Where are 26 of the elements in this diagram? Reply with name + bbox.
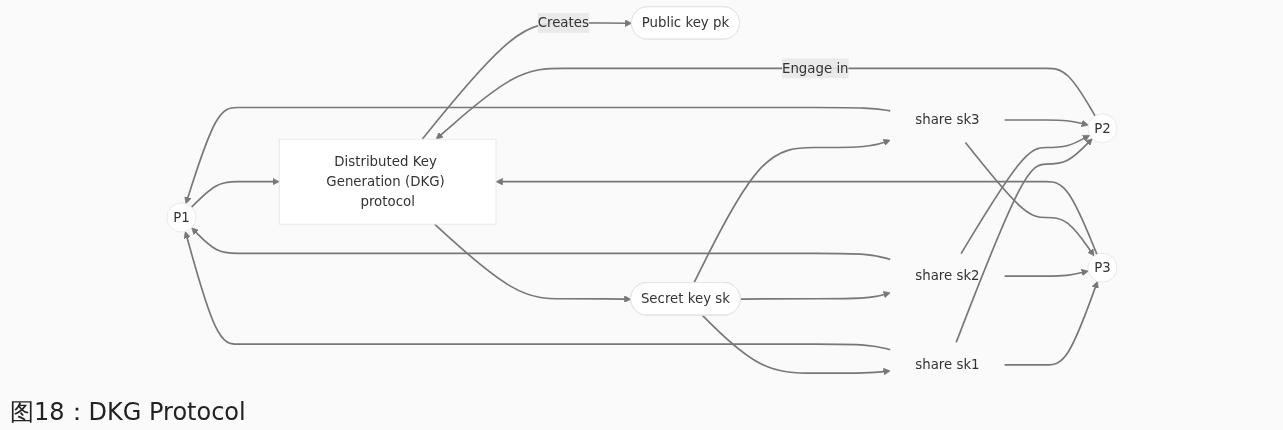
node-text: share sk2 — [914, 267, 980, 284]
arrow — [183, 231, 891, 351]
edge-label: Creates — [537, 14, 589, 31]
arrow — [1003, 269, 1089, 277]
arrow — [190, 178, 280, 209]
arrow — [739, 291, 891, 301]
arrow — [954, 138, 1093, 344]
arrow — [701, 314, 891, 376]
arrow — [692, 138, 891, 284]
edge-label: Engage in — [781, 60, 849, 76]
arrow — [433, 223, 631, 303]
node-circle: P2 — [1087, 113, 1117, 144]
node-text: share sk1 — [914, 356, 980, 373]
node-text: Public key pk — [641, 14, 729, 31]
arrow — [190, 227, 891, 261]
node-text: share sk3 — [914, 111, 980, 128]
node-text: Secret key sk — [640, 290, 730, 307]
caption: 图18：DKG Protocol — [9, 397, 247, 428]
arrow — [495, 178, 1098, 256]
arrow — [1003, 281, 1099, 366]
node-circle: P1 — [166, 202, 196, 233]
node-box: Distributed Key Generation (DKG) protocol — [278, 138, 496, 225]
arrow — [435, 67, 1096, 140]
arrow — [1003, 119, 1089, 128]
node-circle: P3 — [1087, 252, 1117, 283]
arrow — [183, 106, 891, 205]
